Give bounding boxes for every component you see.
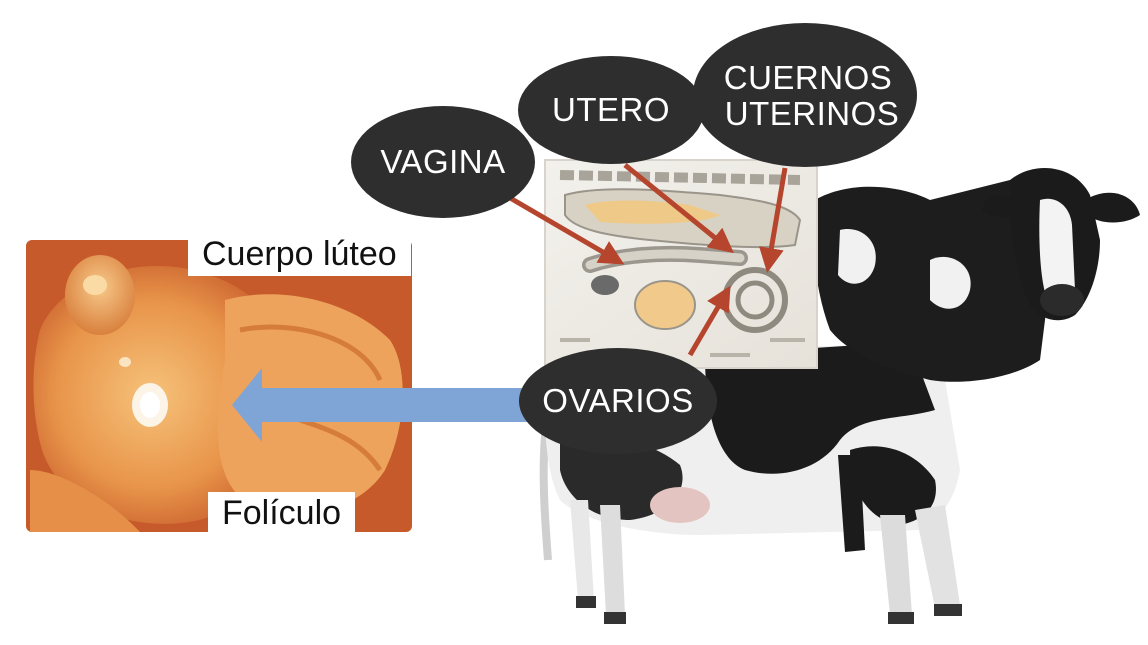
arrow-utero <box>623 163 734 254</box>
label-ovarios: OVARIOS <box>542 382 694 419</box>
label-cuernos-line1: CUERNOS <box>723 59 893 96</box>
oval-vagina <box>351 106 535 218</box>
label-utero: UTERO <box>552 91 670 128</box>
ovary-photo <box>26 240 412 532</box>
arrow-cuernos <box>759 167 788 273</box>
label-foliculo: Folículo <box>208 492 356 535</box>
arrow-vagina <box>503 192 625 265</box>
reproductive-tract-diagram <box>544 159 818 369</box>
arrow-ovarios <box>687 285 731 357</box>
oval-utero <box>518 56 704 164</box>
oval-cuernos <box>693 23 917 167</box>
label-cuernos-line2: UTERINOS <box>724 95 900 132</box>
label-cuerpo-luteo: Cuerpo lúteo <box>188 233 411 276</box>
oval-ovarios <box>519 348 717 454</box>
label-vagina: VAGINA <box>380 143 506 180</box>
blue-arrow <box>232 368 535 442</box>
pointer-arrows <box>503 163 788 357</box>
